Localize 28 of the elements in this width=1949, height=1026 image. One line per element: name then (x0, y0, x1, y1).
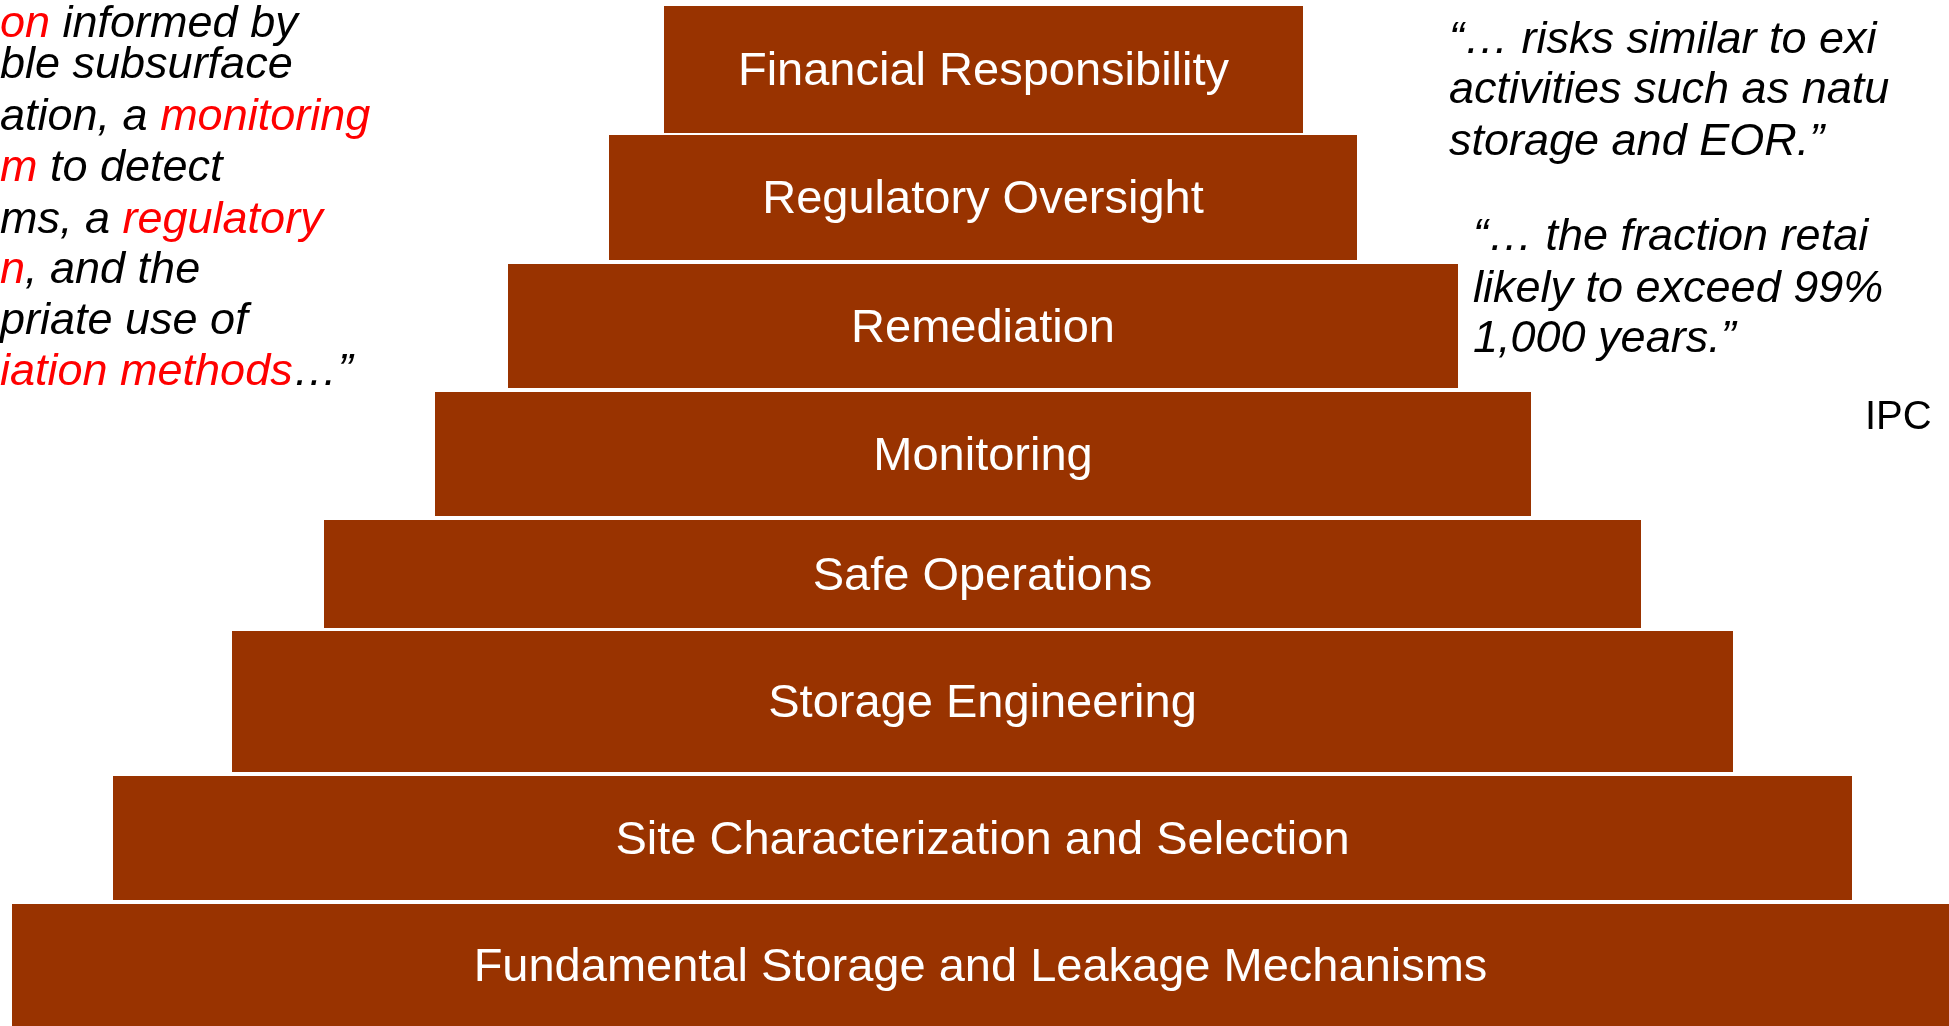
quote-line: likely to exceed 99% (1473, 261, 1884, 312)
tier-label: Financial Responsibility (737, 41, 1230, 98)
source-label: IPC (1865, 392, 1932, 439)
quote-line: storage and EOR.” (1449, 114, 1825, 165)
tier-label: Fundamental Storage and Leakage Mechanisms (473, 936, 1488, 993)
quote-line: activities such as natu (1449, 62, 1890, 113)
tier-label: Safe Operations (812, 545, 1153, 602)
quote-line: 1,000 years.” (1473, 311, 1736, 362)
quote-line: n, and the (0, 242, 201, 293)
tier-label: Remediation (851, 297, 1115, 354)
quote-line: “… risks similar to exi (1449, 12, 1877, 63)
quote-line: m to detect (0, 140, 223, 191)
tier-label: Site Characterization and Selection (615, 809, 1350, 866)
pyramid-tier (113, 776, 1852, 900)
tier-label: Storage Engineering (768, 673, 1197, 730)
quote-line: ms, a regulatory (0, 192, 323, 243)
pyramid-tier (609, 135, 1357, 260)
quote-line: iation methods…” (0, 344, 353, 395)
tier-label: Monitoring (873, 425, 1093, 482)
quote-line: ation, a monitoring (0, 89, 371, 140)
pyramid-tier (324, 520, 1641, 628)
pyramid-tier (12, 904, 1949, 1026)
tier-label: Regulatory Oversight (762, 169, 1204, 226)
pyramid-tier (508, 264, 1458, 388)
pyramid-tier (664, 6, 1303, 133)
quote-line: “… the fraction retai (1473, 209, 1869, 260)
pyramid-tier (435, 392, 1531, 516)
pyramid-tier (232, 631, 1733, 772)
